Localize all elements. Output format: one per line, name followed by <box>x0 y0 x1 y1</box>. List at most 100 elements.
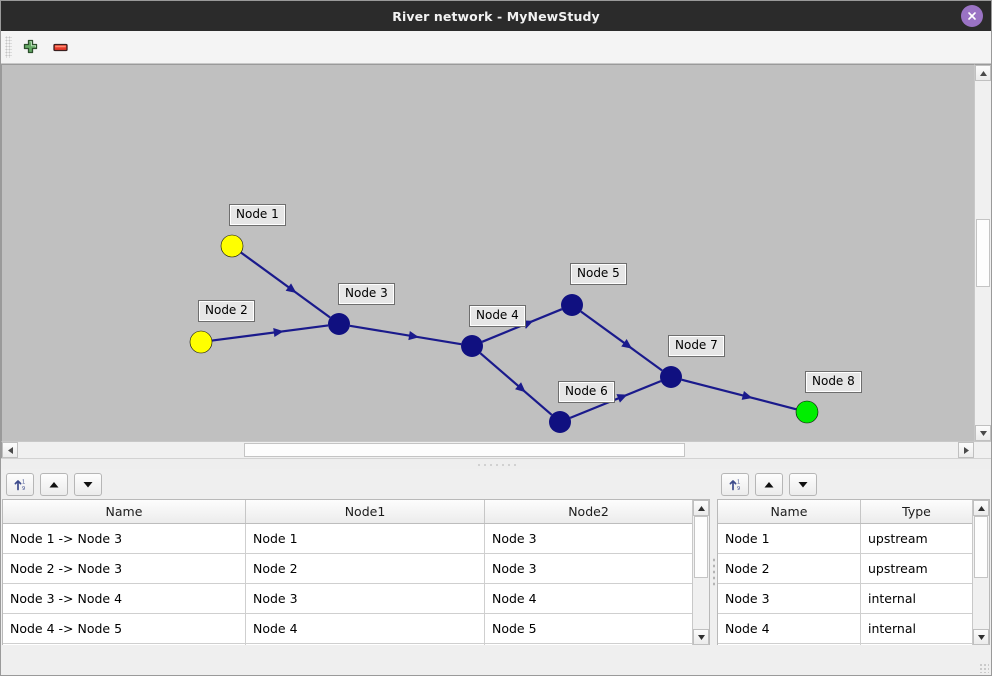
node-scroll-thumb[interactable] <box>974 516 988 579</box>
table-cell[interactable]: Node 4 <box>245 613 485 644</box>
graph-edge[interactable] <box>211 324 329 342</box>
graph-node[interactable] <box>461 335 483 357</box>
table-cell[interactable]: Node 3 <box>718 583 861 614</box>
node-move-up-button[interactable] <box>755 472 783 496</box>
table-cell[interactable]: Node 5 <box>484 613 692 644</box>
table-cell[interactable] <box>3 643 246 645</box>
graph-edge[interactable] <box>240 251 331 319</box>
graph-node[interactable] <box>549 411 571 433</box>
toolbar-drag-handle[interactable] <box>5 36 12 58</box>
table-cell[interactable] <box>718 643 861 645</box>
graph-edge[interactable] <box>349 324 462 346</box>
branch-scroll-down-button[interactable] <box>693 629 709 645</box>
table-row-empty[interactable] <box>718 643 972 645</box>
scroll-track-horizontal[interactable] <box>18 442 958 458</box>
scroll-track-vertical[interactable] <box>975 81 991 425</box>
graph-horizontal-scrollbar[interactable] <box>1 441 991 458</box>
node-scroll-up-button[interactable] <box>973 500 989 516</box>
add-node-button[interactable] <box>15 33 45 61</box>
horizontal-splitter[interactable] <box>1 458 991 469</box>
vertical-splitter[interactable] <box>711 469 716 675</box>
graph-node-label[interactable]: Node 4 <box>469 305 526 327</box>
graph-node-label[interactable]: Node 5 <box>570 263 627 285</box>
table-cell[interactable]: Node 2 -> Node 3 <box>3 553 246 584</box>
network-diagram-canvas[interactable]: Node 1 Node 2 Node 3 Node 4 Node 5 Node 6 Node… <box>1 64 974 441</box>
scroll-right-button[interactable] <box>958 442 974 458</box>
column-header[interactable]: Name <box>718 500 861 524</box>
table-cell[interactable]: Node 4 <box>718 613 861 644</box>
node-scroll-track[interactable] <box>973 516 989 629</box>
table-cell[interactable]: Node 3 <box>484 553 692 584</box>
table-cell[interactable] <box>245 643 485 645</box>
table-cell[interactable]: internal <box>860 613 972 644</box>
table-cell[interactable]: Node 4 <box>484 583 692 614</box>
graph-node[interactable] <box>220 234 244 258</box>
graph-edge[interactable] <box>569 380 662 419</box>
column-header[interactable]: Type <box>860 500 972 524</box>
table-cell[interactable]: upstream <box>860 553 972 584</box>
column-header[interactable]: Node1 <box>245 500 485 524</box>
branch-scroll-thumb[interactable] <box>694 516 708 579</box>
branch-move-up-button[interactable] <box>40 472 68 496</box>
graph-node[interactable] <box>660 366 682 388</box>
graph-node-label[interactable]: Node 6 <box>558 381 615 403</box>
scroll-up-button[interactable] <box>975 65 991 81</box>
column-header[interactable]: Node2 <box>484 500 692 524</box>
table-cell[interactable]: Node 1 -> Node 3 <box>3 523 246 554</box>
branch-scroll-track[interactable] <box>693 516 709 629</box>
table-cell[interactable]: Node 3 -> Node 4 <box>3 583 246 614</box>
branch-sort-button[interactable]: 1 9 <box>6 472 34 496</box>
graph-node-label[interactable]: Node 3 <box>338 283 395 305</box>
node-move-down-button[interactable] <box>789 472 817 496</box>
scroll-left-button[interactable] <box>2 442 18 458</box>
delete-node-button[interactable] <box>45 33 75 61</box>
table-cell[interactable]: Node 3 <box>245 583 485 614</box>
table-cell[interactable]: upstream <box>860 523 972 554</box>
graph-node-label[interactable]: Node 2 <box>198 300 255 322</box>
graph-vertical-scrollbar[interactable] <box>974 64 991 441</box>
scroll-down-button[interactable] <box>975 425 991 441</box>
graph-node-label[interactable]: Node 8 <box>805 371 862 393</box>
column-header[interactable]: Name <box>3 500 246 524</box>
node-scroll-down-button[interactable] <box>973 629 989 645</box>
branch-scroll-up-button[interactable] <box>693 500 709 516</box>
branch-table-vertical-scrollbar[interactable] <box>692 500 709 645</box>
graph-node-label[interactable]: Node 7 <box>668 335 725 357</box>
table-row-empty[interactable] <box>3 643 692 645</box>
network-diagram-svg <box>189 234 819 433</box>
node-table-vertical-scrollbar[interactable] <box>972 500 989 645</box>
scroll-thumb-vertical[interactable] <box>976 218 990 288</box>
close-window-button[interactable] <box>961 5 983 27</box>
graph-edge[interactable] <box>681 378 797 411</box>
table-cell[interactable] <box>860 643 972 645</box>
graph-node-label[interactable]: Node 1 <box>229 204 286 226</box>
table-cell[interactable]: Node 3 <box>484 523 692 554</box>
table-cell[interactable]: Node 1 <box>245 523 485 554</box>
graph-node[interactable] <box>189 330 213 354</box>
branch-move-down-button[interactable] <box>74 472 102 496</box>
graph-edge[interactable] <box>479 352 553 416</box>
graph-edge[interactable] <box>580 310 663 372</box>
table-cell[interactable] <box>484 643 692 645</box>
node-sort-button[interactable]: 1 9 <box>721 472 749 496</box>
window-resize-grip-icon[interactable] <box>979 663 989 673</box>
graph-node[interactable] <box>561 294 583 316</box>
table-cell[interactable]: Node 1 <box>718 523 861 554</box>
graph-node[interactable] <box>795 400 819 424</box>
scroll-thumb-horizontal[interactable] <box>243 443 686 457</box>
table-cell[interactable]: internal <box>860 583 972 614</box>
table-cell[interactable]: Node 4 -> Node 5 <box>3 613 246 644</box>
table-cell[interactable]: Node 2 <box>245 553 485 584</box>
graph-node[interactable] <box>328 313 350 335</box>
table-cell[interactable]: Node 2 <box>718 553 861 584</box>
